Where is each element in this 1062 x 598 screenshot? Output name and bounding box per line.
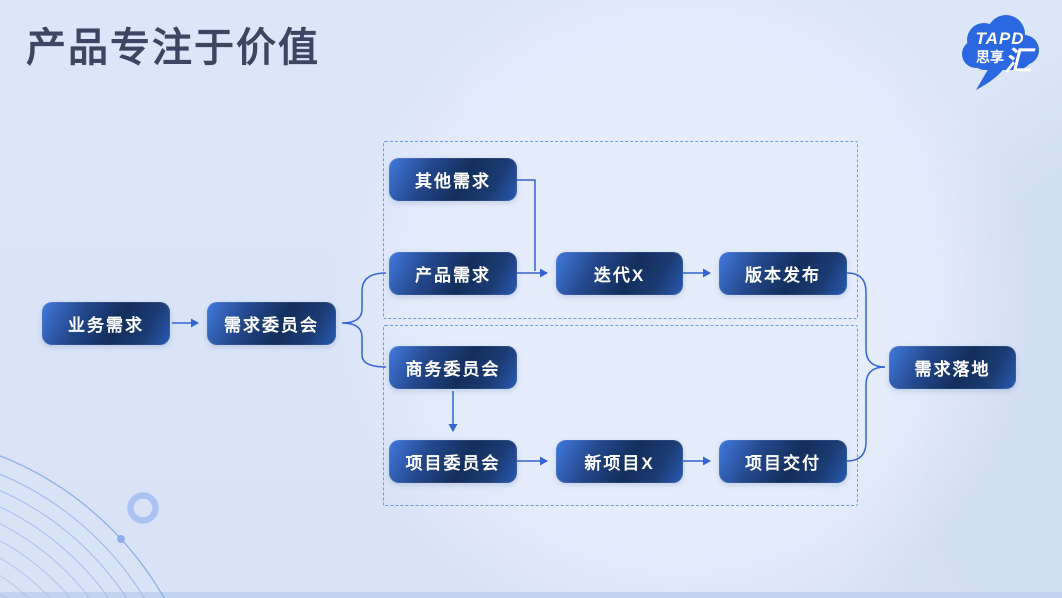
node-project-committee: 项目委员会 (389, 440, 517, 483)
tapd-logo: TAPD 思享 汇 (962, 15, 1039, 90)
node-requirement-landing: 需求落地 (889, 346, 1016, 389)
node-business-requirement: 业务需求 (42, 302, 170, 345)
node-iteration-x: 迭代X (556, 252, 683, 295)
product-stream-group (383, 141, 858, 319)
logo-sub-text: 思享 (976, 49, 1004, 65)
bottom-accent-strip (0, 592, 1062, 598)
node-new-project-x: 新项目X (556, 440, 683, 483)
logo-suffix-text: 汇 (1005, 46, 1037, 76)
brace-committee-split (341, 272, 387, 368)
logo-bubble (962, 15, 1039, 90)
ring-decoration (127, 492, 159, 524)
node-requirement-committee: 需求委员会 (207, 302, 336, 345)
dot-decoration (117, 535, 125, 543)
concentric-arcs-decoration (0, 455, 165, 598)
node-version-release: 版本发布 (719, 252, 847, 295)
logo-brand-text: TAPD (975, 29, 1024, 48)
page-title: 产品专注于价值 (26, 26, 320, 70)
node-product-requirement: 产品需求 (389, 252, 517, 295)
node-other-requirement: 其他需求 (389, 158, 517, 201)
node-business-committee: 商务委员会 (389, 346, 517, 389)
node-project-delivery: 项目交付 (719, 440, 847, 483)
